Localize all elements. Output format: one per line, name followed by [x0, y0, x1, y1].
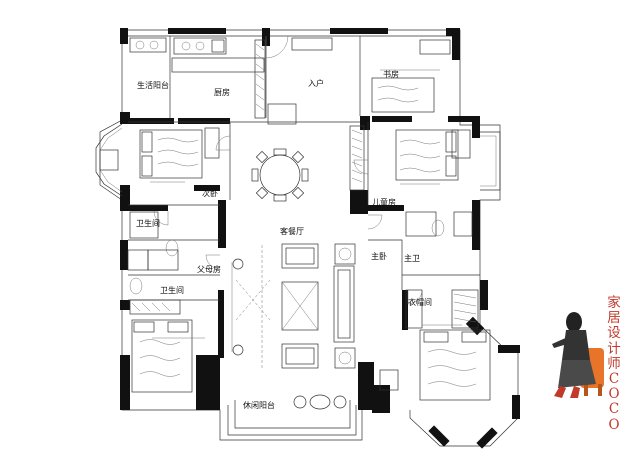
dining-table — [251, 148, 309, 202]
brand-char: 计 — [607, 340, 621, 357]
label-bathroom-2: 卫生间 — [160, 285, 184, 295]
brand-char: C — [608, 371, 620, 388]
label-second-bedroom: 次卧 — [202, 188, 218, 198]
label-parents-room: 父母房 — [197, 264, 221, 274]
walls — [120, 28, 488, 413]
bay-window-right — [480, 131, 501, 191]
partitions — [128, 36, 480, 301]
label-living-balcony: 生活阳台 — [137, 80, 169, 90]
label-master-bedroom: 主卧 — [371, 251, 387, 261]
brand-char: O — [608, 386, 620, 403]
brand-char: 家 — [607, 295, 621, 311]
brand-char: O — [608, 416, 620, 433]
brand-char: C — [608, 401, 620, 418]
label-study: 书房 — [383, 69, 399, 79]
label-master-bath: 主卫 — [404, 253, 420, 263]
label-entrance: 入户 — [308, 78, 324, 88]
brand-char: 师 — [607, 355, 621, 372]
label-children-room: 儿童房 — [372, 197, 396, 207]
label-closet: 衣帽间 — [408, 297, 432, 307]
label-kitchen: 厨房 — [214, 87, 230, 97]
fixtures — [99, 37, 473, 391]
balcony-furniture — [293, 394, 347, 410]
label-living-dining: 客餐厅 — [280, 226, 304, 236]
living-furniture — [231, 243, 356, 369]
room-labels: 生活阳台 厨房 入户 书房 次卧 儿童房 客餐厅 卫生间 卫生间 父母房 主卧 … — [136, 69, 432, 410]
doors — [153, 35, 423, 305]
dimension-marks — [150, 57, 462, 339]
brand-char: 设 — [607, 325, 621, 342]
beds — [131, 77, 491, 401]
designer-illustration — [552, 312, 604, 398]
brand-char: 居 — [607, 310, 621, 327]
label-leisure-balcony: 休闲阳台 — [243, 400, 275, 410]
master-bay — [409, 316, 520, 449]
brand-watermark: 家 居 设 计 师 C O C O — [604, 295, 624, 433]
label-bathroom-1: 卫生间 — [136, 218, 160, 228]
